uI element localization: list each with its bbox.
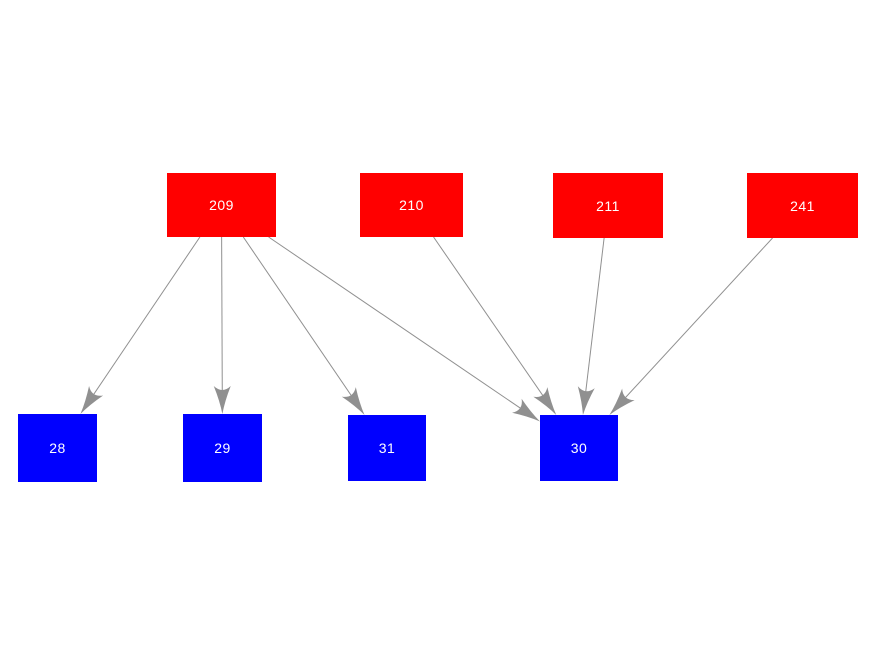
- graph-node-29: 29: [183, 414, 262, 482]
- graph-node-241: 241: [747, 173, 858, 238]
- node-label: 210: [399, 197, 424, 213]
- graph-node-31: 31: [348, 415, 426, 481]
- node-label: 241: [790, 197, 815, 214]
- graph-node-209: 209: [167, 173, 276, 237]
- node-label: 209: [209, 197, 234, 213]
- arrowhead-209-29: [213, 385, 231, 414]
- node-label: 211: [596, 197, 620, 214]
- edge-211-30: [584, 237, 605, 399]
- edge-210-30: [433, 236, 548, 402]
- arrowhead-209-28: [80, 386, 104, 414]
- graph-node-210: 210: [360, 173, 463, 237]
- node-label: 28: [49, 440, 66, 456]
- edge-209-31: [242, 236, 356, 402]
- node-label: 29: [214, 440, 231, 456]
- arrowhead-241-30: [609, 388, 635, 415]
- edge-241-30: [620, 237, 773, 403]
- arrowhead-211-30: [577, 386, 595, 415]
- edge-209-28: [89, 236, 201, 401]
- edge-209-30: [268, 236, 527, 413]
- edge-209-29: [221, 236, 223, 398]
- graph-node-28: 28: [18, 414, 97, 482]
- arrowhead-209-31: [341, 387, 365, 415]
- graph-node-211: 211: [553, 173, 663, 238]
- node-label: 30: [570, 440, 588, 456]
- arrowhead-209-30: [512, 398, 540, 422]
- graph-node-30: 30: [540, 415, 618, 481]
- node-label: 31: [378, 440, 396, 456]
- arrowhead-210-30: [533, 387, 557, 415]
